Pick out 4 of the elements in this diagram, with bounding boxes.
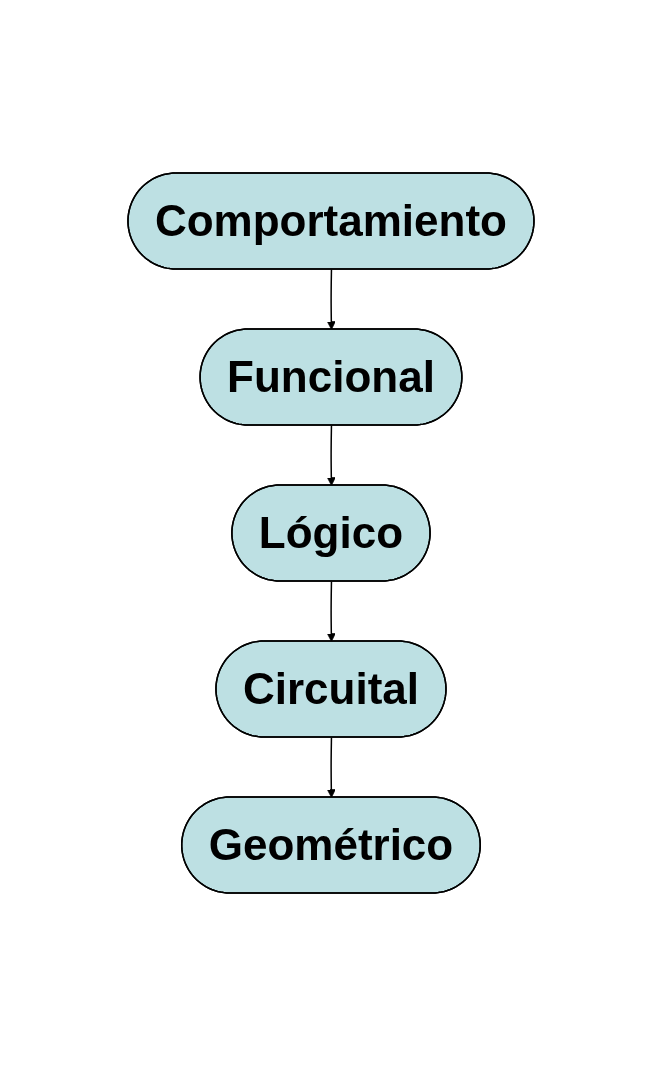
arrow <box>326 424 336 486</box>
arrow <box>326 736 336 798</box>
arrow <box>326 580 336 642</box>
arrow <box>326 268 336 330</box>
